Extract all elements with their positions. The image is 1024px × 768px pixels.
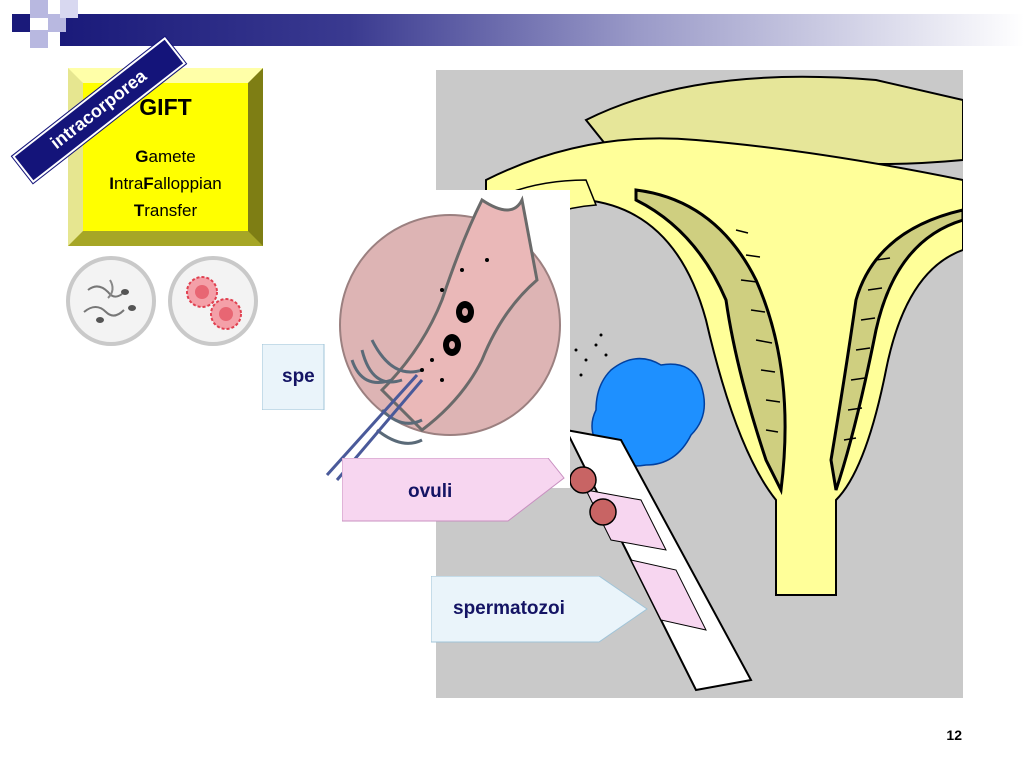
banner-squares: [0, 0, 80, 60]
callout-spe-label: spe: [282, 366, 315, 387]
callout-spermatozoi: spermatozoi: [430, 575, 651, 649]
gift-line-intrafalloppian: IntraFalloppian: [109, 174, 222, 193]
gift-line-transfer: Transfer: [133, 201, 198, 220]
gift-definition-box: [68, 68, 263, 246]
page-number: 12: [946, 727, 962, 743]
top-banner: [60, 14, 1024, 46]
gift-line-gamete: Gamete: [135, 147, 196, 166]
callout-ovuli-label: ovuli: [408, 481, 453, 502]
magnified-tube-inset: [322, 190, 570, 488]
ova-dish-icon: [168, 256, 258, 346]
callout-spe: spe: [261, 343, 332, 415]
callout-ovuli: ovuli: [341, 457, 568, 529]
gift-title: GIFT: [139, 94, 192, 120]
sperm-dish-icon: [66, 256, 156, 346]
callout-spermatozoi-label: spermatozoi: [453, 598, 565, 619]
